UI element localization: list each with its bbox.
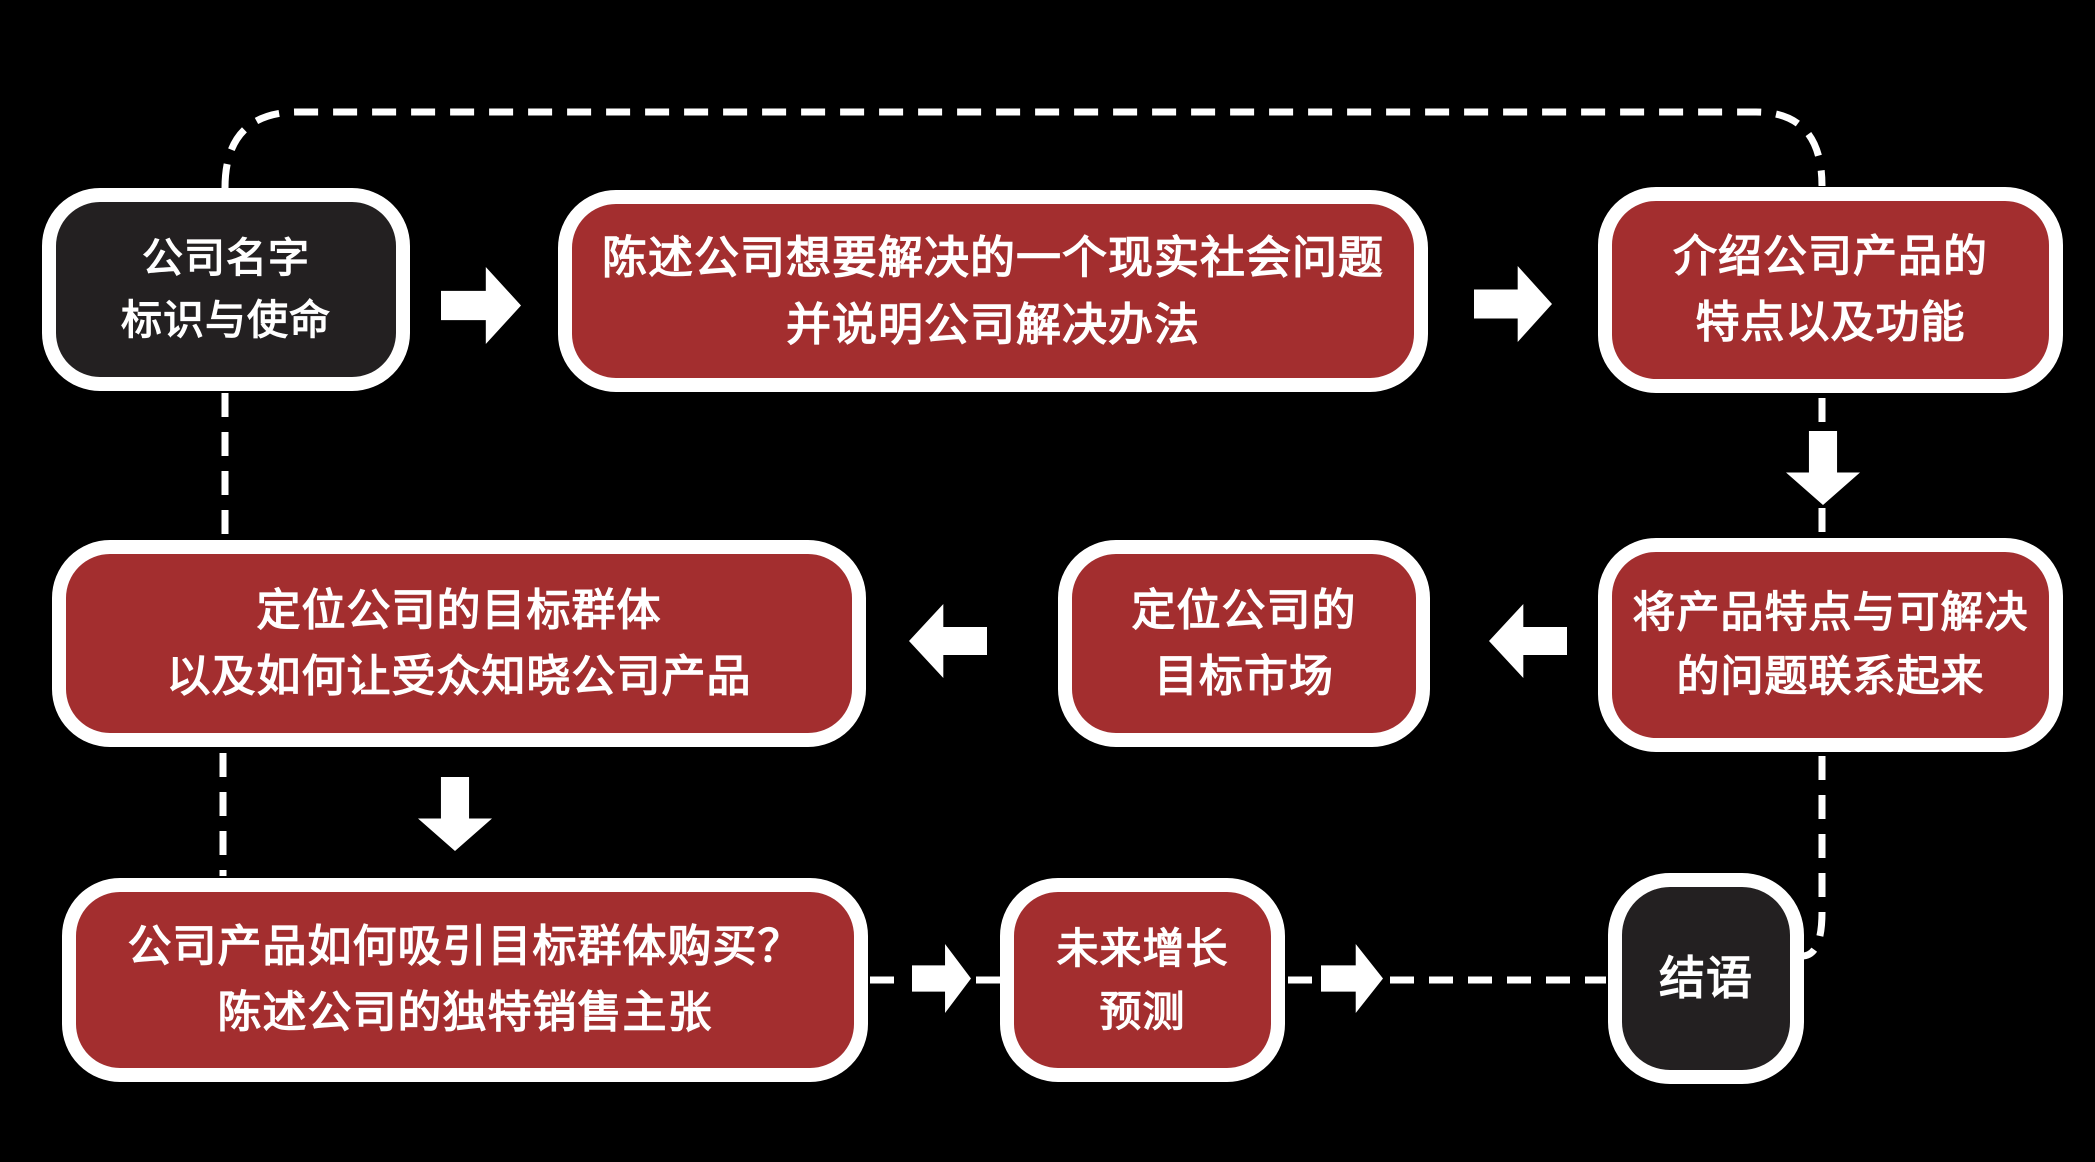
node-target-audience: 定位公司的目标群体 以及如何让受众知晓公司产品 bbox=[52, 540, 866, 747]
node-target-market-label: 定位公司的 目标市场 bbox=[1132, 578, 1357, 710]
node-market-line1: 定位公司的 bbox=[1131, 585, 1357, 635]
node-market-line2: 目标市场 bbox=[1154, 651, 1334, 701]
node-product-features: 介绍公司产品的 特点以及功能 bbox=[1598, 187, 2063, 393]
node-usp-label: 公司产品如何吸引目标群体购买？ 陈述公司的独特销售主张 bbox=[128, 914, 803, 1046]
node-audience-line1: 定位公司的目标群体 bbox=[256, 585, 662, 635]
node-link-line2: 的问题联系起来 bbox=[1676, 653, 1985, 701]
node-target-market: 定位公司的 目标市场 bbox=[1058, 540, 1430, 747]
node-problem-and-solution-label: 陈述公司想要解决的一个现实社会问题 并说明公司解决办法 bbox=[602, 224, 1384, 359]
node-company-name-line1: 公司名字 bbox=[142, 235, 310, 281]
node-audience-line2: 以及如何让受众知晓公司产品 bbox=[166, 651, 752, 701]
node-company-name: 公司名字 标识与使命 bbox=[42, 188, 410, 391]
dashed-connector-right-lower bbox=[1801, 756, 1826, 960]
node-problem-line1: 陈述公司想要解决的一个现实社会问题 bbox=[601, 231, 1384, 283]
node-features-line1: 介绍公司产品的 bbox=[1673, 232, 1988, 281]
node-link-label: 将产品特点与可解决 的问题联系起来 bbox=[1633, 581, 2029, 710]
node-problem-and-solution: 陈述公司想要解决的一个现实社会问题 并说明公司解决办法 bbox=[558, 190, 1428, 392]
node-company-name-label: 公司名字 标识与使命 bbox=[121, 228, 331, 351]
node-forecast-label: 未来增长 预测 bbox=[1056, 917, 1228, 1043]
node-usp-line2: 陈述公司的独特销售主张 bbox=[217, 988, 713, 1037]
node-conclusion: 结语 bbox=[1608, 873, 1804, 1084]
node-unique-selling-point: 公司产品如何吸引目标群体购买？ 陈述公司的独特销售主张 bbox=[62, 878, 868, 1082]
node-growth-forecast: 未来增长 预测 bbox=[1000, 878, 1285, 1082]
node-forecast-line2: 预测 bbox=[1099, 988, 1186, 1035]
node-conclusion-line1: 结语 bbox=[1659, 952, 1753, 1004]
node-problem-line2: 并说明公司解决办法 bbox=[785, 299, 1200, 350]
node-company-name-line2: 标识与使命 bbox=[121, 296, 331, 343]
node-link-line1: 将产品特点与可解决 bbox=[1632, 588, 2029, 637]
node-conclusion-label: 结语 bbox=[1659, 944, 1753, 1013]
node-product-features-label: 介绍公司产品的 特点以及功能 bbox=[1673, 224, 1988, 356]
node-usp-line1: 公司产品如何吸引目标群体购买？ bbox=[127, 922, 803, 971]
dashed-connector-top bbox=[221, 108, 1826, 189]
node-forecast-line1: 未来增长 bbox=[1056, 925, 1229, 972]
node-target-audience-label: 定位公司的目标群体 以及如何让受众知晓公司产品 bbox=[167, 578, 752, 710]
node-features-line2: 特点以及功能 bbox=[1695, 298, 1966, 347]
node-feature-problem-link: 将产品特点与可解决 的问题联系起来 bbox=[1598, 538, 2063, 752]
